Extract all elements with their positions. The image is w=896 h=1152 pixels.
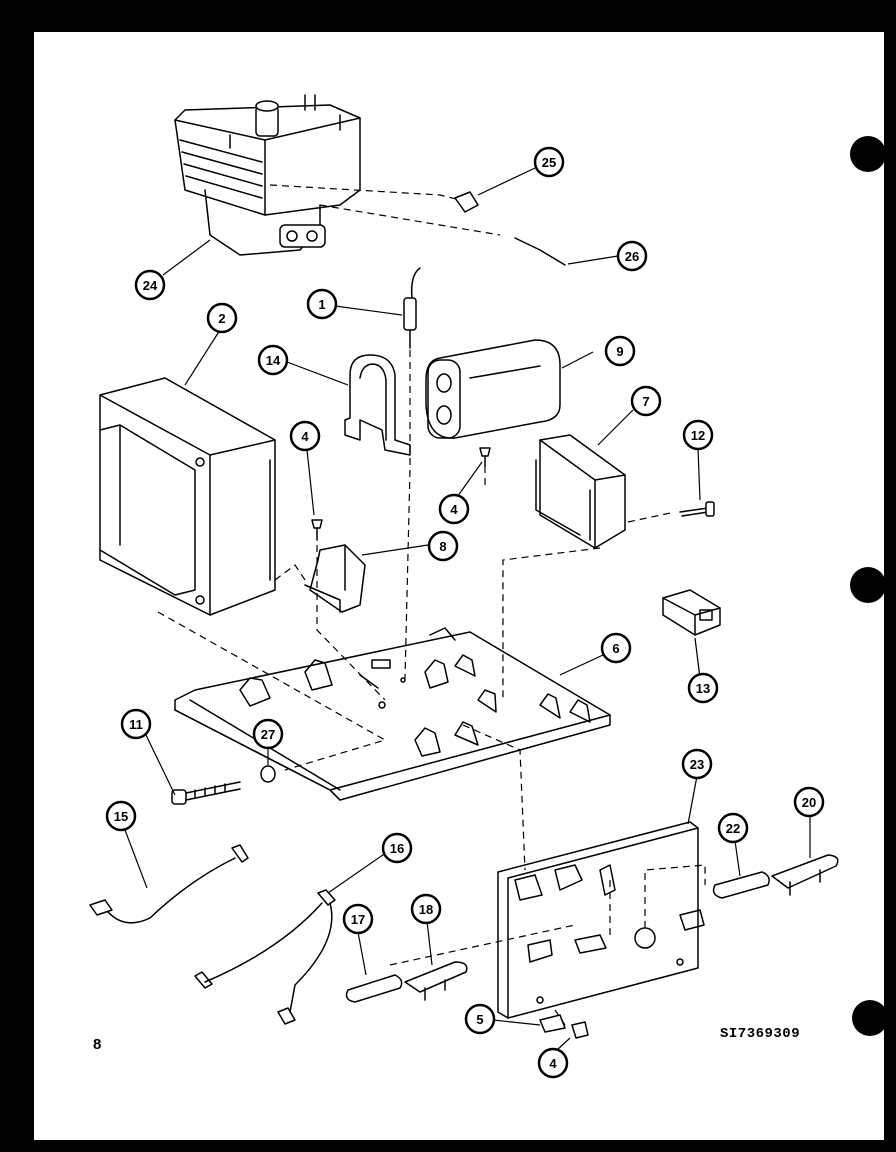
magnetron-part (174, 94, 361, 256)
svg-text:4: 4 (450, 502, 458, 517)
callout-7: 7 (630, 385, 662, 417)
callout-25: 25 (533, 146, 565, 178)
callout-9: 9 (604, 335, 636, 367)
binder-hole-bottom (852, 1000, 888, 1036)
callout-16: 16 (381, 832, 413, 864)
callout-17: 17 (342, 903, 374, 935)
wire-lead-part-16 (194, 889, 336, 1025)
svg-text:15: 15 (114, 809, 128, 824)
svg-text:8: 8 (439, 539, 446, 554)
callout-8: 8 (427, 530, 459, 562)
bracket-part-5 (539, 1014, 566, 1033)
callout-5: 5 (464, 1003, 496, 1035)
fuse-part-17 (345, 974, 403, 1003)
callout-14: 14 (257, 344, 289, 376)
callout-2: 2 (206, 302, 238, 334)
diode-part (403, 267, 421, 349)
svg-text:16: 16 (390, 841, 404, 856)
svg-text:14: 14 (266, 353, 281, 368)
svg-text:2: 2 (218, 311, 225, 326)
callout-24: 24 (134, 269, 166, 301)
callout-4b: 4 (438, 493, 470, 525)
callout-22: 22 (717, 812, 749, 844)
screw-part-4c (571, 1021, 589, 1039)
binder-hole-top (850, 136, 886, 172)
svg-text:22: 22 (726, 821, 740, 836)
callout-13: 13 (687, 672, 719, 704)
wire-lead-part-15 (89, 844, 249, 924)
callout-1: 1 (306, 288, 338, 320)
transformer-part (99, 377, 276, 616)
capacitor-bracket-part (344, 354, 411, 456)
svg-text:9: 9 (616, 344, 623, 359)
bolt-part-11 (171, 781, 241, 805)
callout-18: 18 (410, 893, 442, 925)
svg-text:27: 27 (261, 727, 275, 742)
fuse-holder-part-18 (404, 961, 468, 1001)
capacitor-part (425, 339, 561, 439)
svg-text:1: 1 (318, 297, 325, 312)
callout-27: 27 (252, 718, 284, 750)
alignment-lines (157, 184, 706, 1026)
callout-12: 12 (682, 419, 714, 451)
fuse-holder-part-20 (771, 854, 839, 896)
svg-text:24: 24 (143, 278, 158, 293)
small-transformer-part (535, 434, 626, 549)
washer-part-27 (260, 765, 276, 783)
svg-text:25: 25 (542, 155, 556, 170)
svg-text:11: 11 (129, 717, 143, 732)
callout-20: 20 (793, 786, 825, 818)
base-plate-part (174, 627, 611, 801)
svg-text:13: 13 (696, 681, 710, 696)
clip-part-25 (454, 191, 479, 213)
callout-leaders (124, 167, 811, 1051)
svg-text:17: 17 (351, 912, 365, 927)
fuse-part-22 (712, 871, 770, 899)
page-number: 8 (93, 1036, 102, 1053)
svg-text:20: 20 (802, 795, 816, 810)
svg-text:23: 23 (690, 757, 704, 772)
svg-text:7: 7 (642, 394, 649, 409)
callout-6: 6 (600, 632, 632, 664)
svg-text:26: 26 (625, 249, 639, 264)
drawing-id: SI7369309 (720, 1026, 801, 1042)
svg-text:4: 4 (301, 429, 309, 444)
connector-part-13 (662, 589, 721, 636)
callout-26: 26 (616, 240, 648, 272)
svg-text:18: 18 (419, 902, 433, 917)
callout-15: 15 (105, 800, 137, 832)
binder-hole-middle (850, 567, 886, 603)
svg-text:12: 12 (691, 428, 705, 443)
callout-23: 23 (681, 748, 713, 780)
circuit-board-part (497, 821, 705, 1019)
callout-4c: 4 (537, 1047, 569, 1079)
probe-part-26 (514, 237, 566, 266)
screw-part-4b (479, 447, 491, 467)
svg-text:4: 4 (549, 1056, 557, 1071)
screw-part-4a (311, 519, 323, 541)
callout-11: 11 (120, 708, 152, 740)
svg-text:5: 5 (476, 1012, 483, 1027)
screw-part-12 (679, 501, 715, 517)
thermal-fuse-part (304, 544, 366, 613)
callout-4a: 4 (289, 420, 321, 452)
svg-text:6: 6 (612, 641, 619, 656)
